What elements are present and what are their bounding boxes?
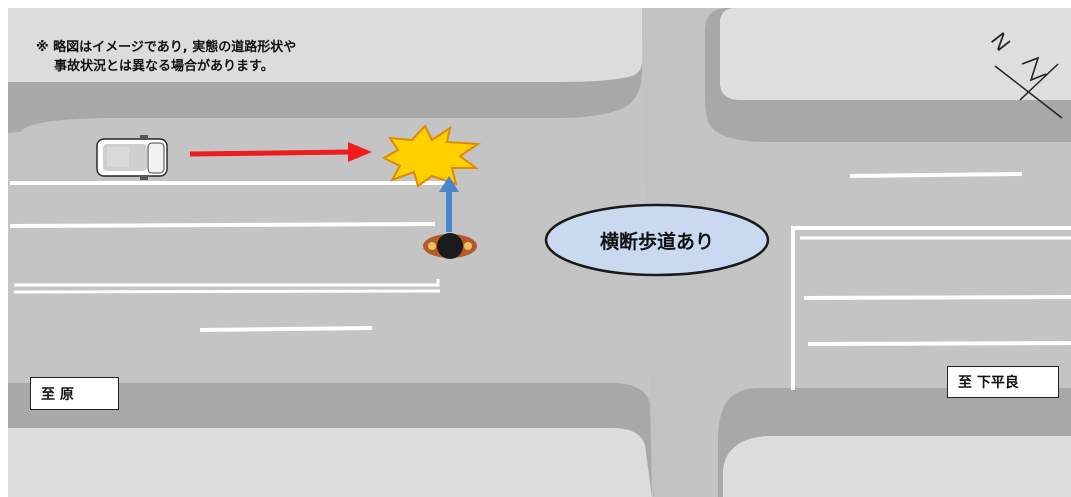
direction-sign-left-text: 至 原 <box>41 386 74 403</box>
sidewalk-bottom-right-light <box>723 436 1071 497</box>
sidewalk-top-left-light <box>8 8 642 82</box>
sidewalk-top-right-light <box>720 8 1071 100</box>
disclaimer-line-2: 事故状況とは異なる場合があります。 <box>54 59 274 74</box>
pedestrian-icon <box>423 233 477 259</box>
lane-markings-left <box>9 181 450 332</box>
collision-burst <box>381 124 482 188</box>
crosswalk-ellipse <box>544 203 770 277</box>
direction-sign-right: 至 下平良 <box>947 366 1059 398</box>
car-direction-arrow <box>189 142 372 162</box>
pedestrian-direction-arrow <box>439 176 459 232</box>
sidewalk-bottom-left-light <box>8 428 652 497</box>
direction-sign-left: 至 原 <box>30 377 119 410</box>
direction-sign-right-text: 至 下平良 <box>958 375 1019 391</box>
crosswalk-label: 横断歩道あり <box>599 230 714 253</box>
north-compass <box>994 56 1063 119</box>
disclaimer-note: ※ 略図はイメージであり, 実態の道路形状や 事故状況とは異なる場合があります。 <box>36 38 296 76</box>
disclaimer-line-1: ※ 略図はイメージであり, 実態の道路形状や <box>36 40 297 55</box>
car-icon <box>96 135 168 180</box>
lane-markings-right <box>791 172 1071 390</box>
